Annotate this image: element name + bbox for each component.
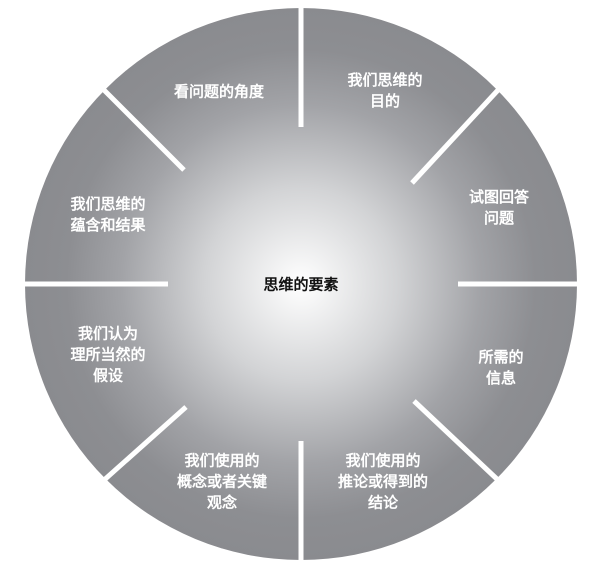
segment-question: 试图回答 问题 [468, 188, 530, 227]
center-label: 思维的要素 [263, 275, 339, 294]
segment-implications: 我们思维的 蕴含和结果 [70, 195, 146, 234]
segment-assumptions: 我们认为 理所当然的 假设 [70, 324, 146, 385]
segment-dividers [20, 4, 582, 564]
segment-purpose: 我们思维的 目的 [347, 71, 423, 110]
segment-concepts: 我们使用的 概念或者关键 观念 [176, 451, 268, 512]
segment-information: 所需的 信息 [478, 348, 524, 387]
segment-inferences: 我们使用的 推论或得到的 结论 [337, 451, 429, 512]
segment-perspective: 看问题的角度 [173, 82, 265, 101]
